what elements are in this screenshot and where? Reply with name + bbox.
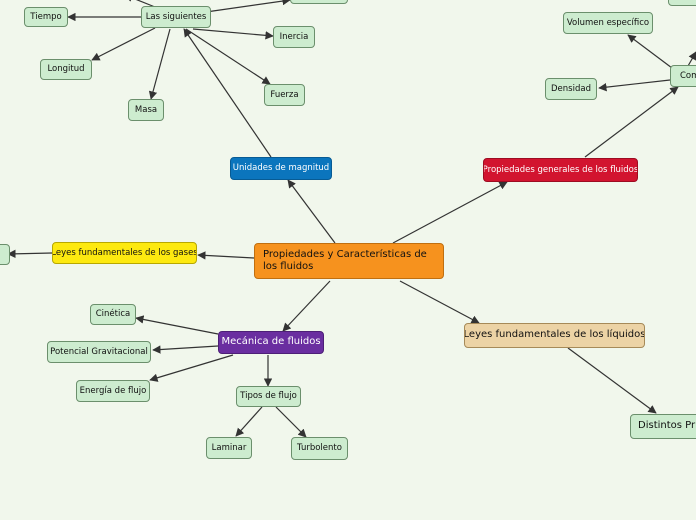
mecanica-node[interactable]: Mecánica de fluidos xyxy=(218,331,324,354)
edge-leyes-gases-offscreen xyxy=(7,249,53,259)
fuerza-node[interactable]: Fuerza xyxy=(264,84,305,106)
turbolento-node[interactable]: Turbolento xyxy=(291,437,348,460)
longitud-node[interactable]: Longitud xyxy=(40,59,92,80)
inercia-node[interactable]: Inercia xyxy=(273,26,315,48)
volumen-node[interactable]: Volumen específico xyxy=(563,12,653,34)
edge-siguientes-offscreen-top xyxy=(205,0,291,13)
siguientes-node[interactable]: Las siguientes xyxy=(141,6,211,28)
edge-prop-generales-com xyxy=(584,86,679,158)
edge-com-volumen xyxy=(627,34,673,69)
edge-tipos-turbolento xyxy=(275,406,307,438)
leyes-gases-node[interactable]: Leyes fundamentales de los gases xyxy=(52,242,197,264)
edge-com-offscreen xyxy=(687,51,696,67)
edge-root-leyes-liquidos xyxy=(399,280,480,324)
edge-root-mecanica xyxy=(282,280,331,332)
leyes-liquidos-node[interactable]: Leyes fundamentales de los líquidos xyxy=(464,323,645,348)
densidad-node[interactable]: Densidad xyxy=(545,78,597,100)
root-node[interactable]: Propiedades y Características de los flu… xyxy=(254,243,444,279)
cinetica-node[interactable]: Cinética xyxy=(90,304,136,325)
edge-siguientes-fuerza xyxy=(185,28,271,85)
edge-siguientes-masa xyxy=(148,28,171,100)
masa-node[interactable]: Masa xyxy=(128,99,164,121)
distintos-node[interactable]: Distintos Prin xyxy=(630,414,696,439)
edge-mecanica-potencial xyxy=(152,345,219,354)
edge-siguientes-inercia xyxy=(192,28,274,40)
edge-leyes-liquidos-distintos xyxy=(567,347,657,414)
energia-node[interactable]: Energía de flujo xyxy=(76,380,150,402)
potencial-node[interactable]: Potencial Gravitacional xyxy=(47,341,151,363)
edge-root-unidades xyxy=(287,179,336,244)
edge-mecanica-cinetica xyxy=(135,315,219,335)
edge-tipos-laminar xyxy=(235,406,263,437)
offscreen-top-node[interactable] xyxy=(290,0,348,4)
offscreen-right-node[interactable] xyxy=(668,0,696,6)
tiempo-node[interactable]: Tiempo xyxy=(24,7,68,27)
tipos-node[interactable]: Tipos de flujo xyxy=(236,386,301,407)
unidades-node[interactable]: Unidades de magnitud xyxy=(230,157,332,180)
com-node[interactable]: Com xyxy=(670,65,696,87)
edge-com-densidad xyxy=(598,79,671,92)
edge-siguientes-offscreen-left xyxy=(124,0,156,8)
edge-root-prop-generales xyxy=(392,181,508,244)
laminar-node[interactable]: Laminar xyxy=(206,437,252,459)
edge-siguientes-longitud xyxy=(91,27,156,61)
prop-generales-node[interactable]: Propiedades generales de los fluidos xyxy=(483,158,638,182)
offscreen-left-node[interactable] xyxy=(0,244,10,265)
edge-unidades-siguientes xyxy=(183,28,272,158)
edge-root-leyes-gases xyxy=(197,251,255,260)
edge-mecanica-energia xyxy=(149,354,234,382)
